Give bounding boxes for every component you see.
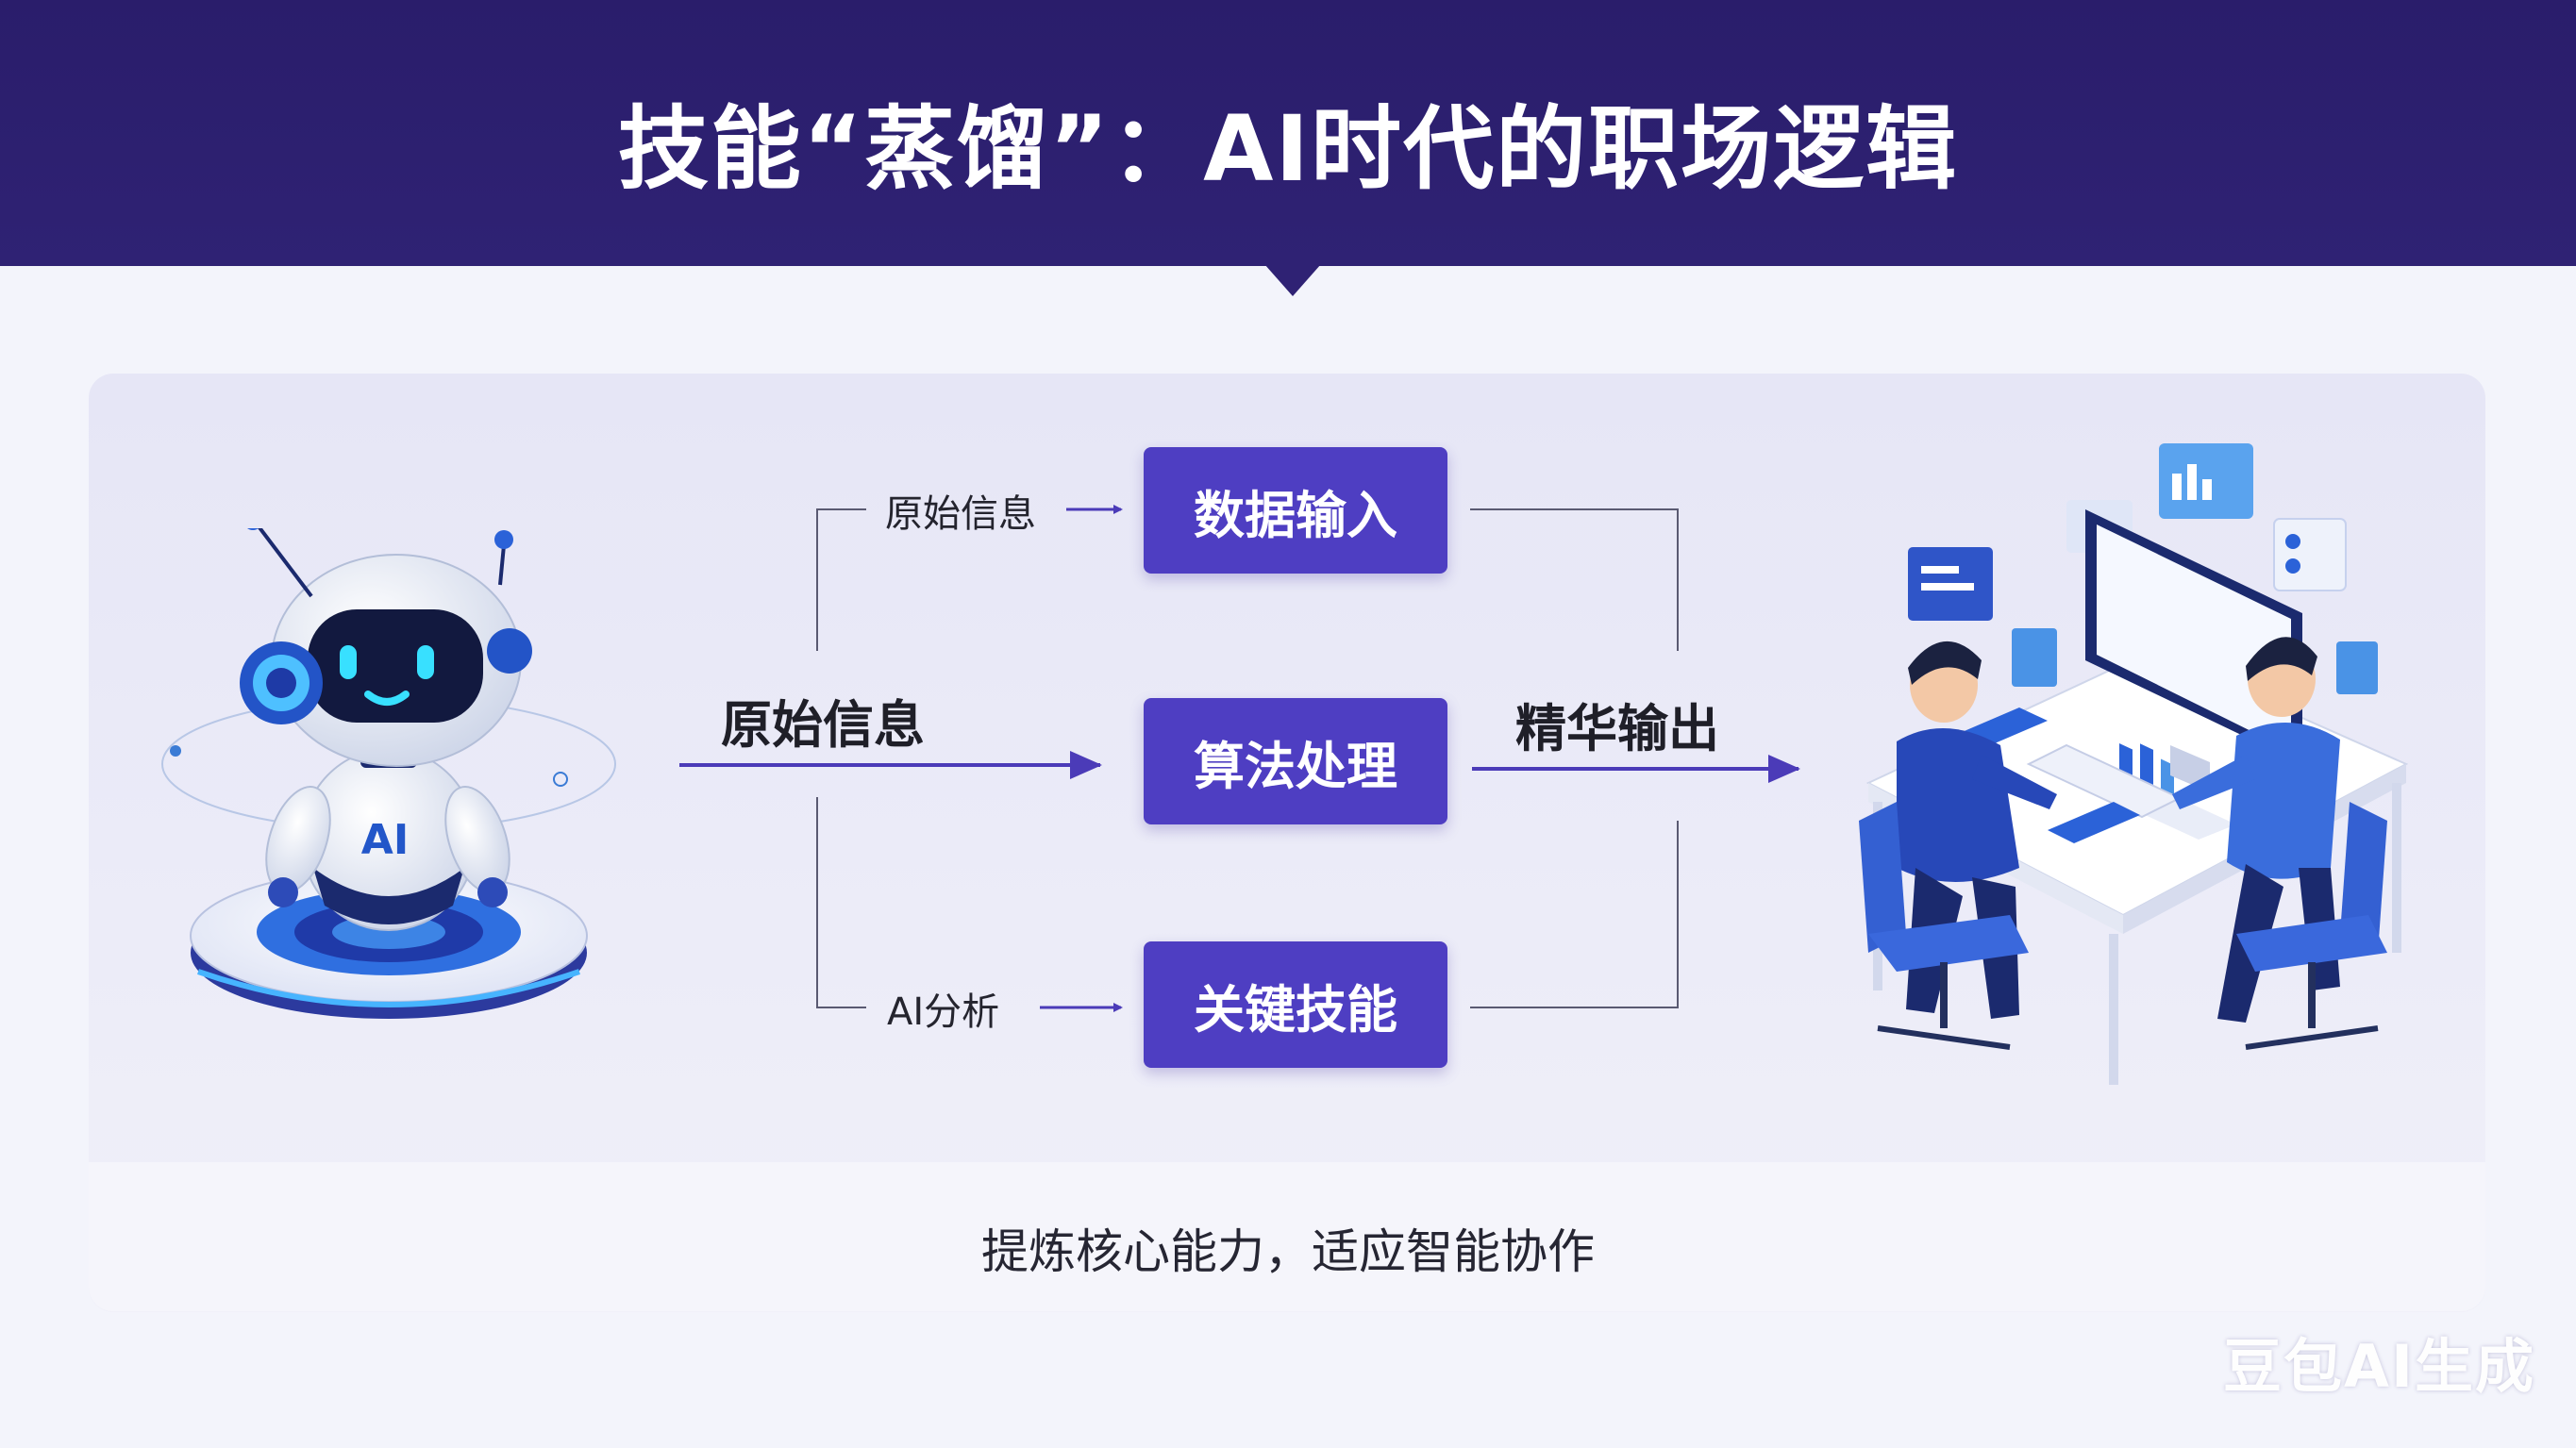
robot-chest-badge: AI: [361, 816, 409, 864]
header-banner: [0, 0, 2576, 266]
watermark: 豆包AI生成: [2223, 1332, 2536, 1401]
left-bracket-top: [816, 508, 866, 651]
robot-illustration: AI: [161, 528, 616, 1019]
header-notch: [1264, 264, 1321, 296]
right-bracket-bottom: [1470, 821, 1679, 1008]
left-bracket-bottom: [816, 797, 866, 1008]
label-output: 精华输出: [1515, 699, 1719, 758]
box-data-input: 数据输入: [1144, 447, 1447, 574]
box-algorithm: 算法处理: [1144, 698, 1447, 824]
caption-text: 提炼核心能力，适应智能协作: [981, 1224, 1595, 1279]
page-title: 技能“蒸馏”：AI时代的职场逻辑: [617, 96, 1959, 202]
label-main-input: 原始信息: [721, 695, 925, 755]
label-bottom-input: AI分析: [887, 990, 1000, 1034]
office-collaboration-illustration: [1859, 443, 2409, 1085]
label-top-input: 原始信息: [885, 492, 1036, 536]
caption-box: [89, 1162, 2485, 1311]
box-key-skill: 关键技能: [1144, 941, 1447, 1068]
right-bracket-top: [1470, 508, 1679, 651]
